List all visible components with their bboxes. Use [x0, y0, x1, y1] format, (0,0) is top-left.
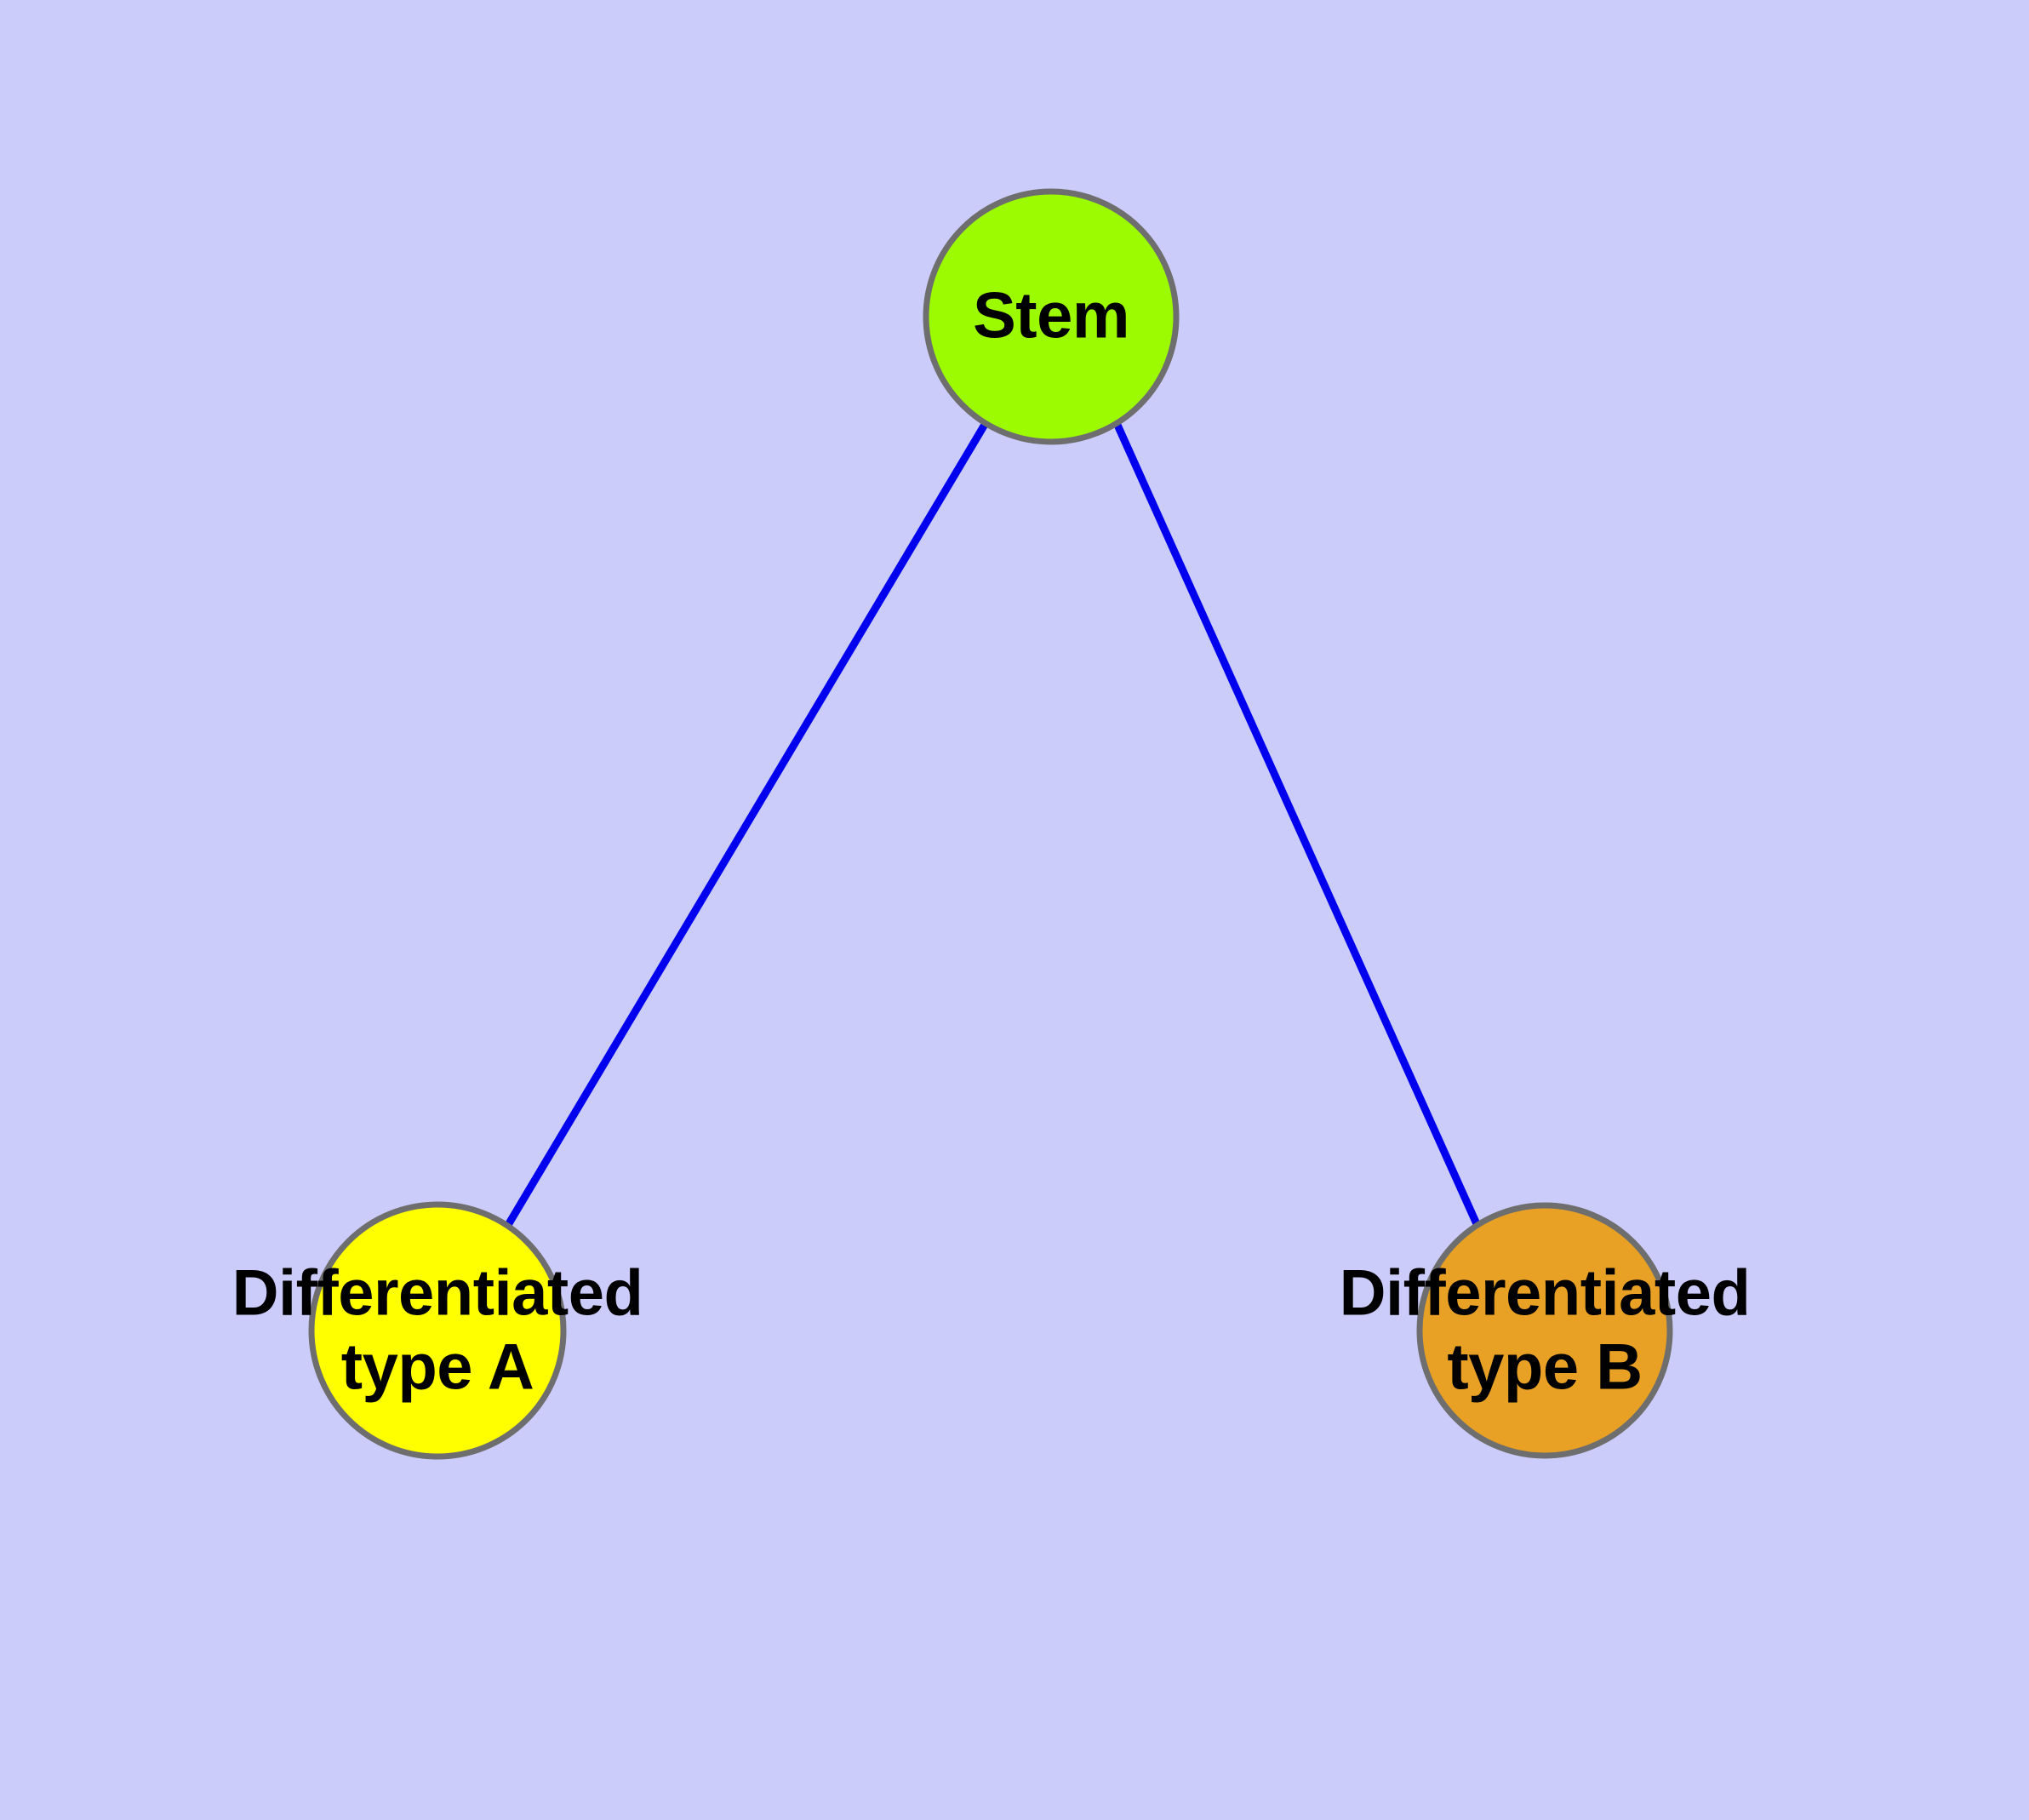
node-differentiated-type-b[interactable]	[1416, 1202, 1673, 1459]
nodes-layer	[308, 188, 1673, 1460]
edge-stem-to-differentiated-type-a[interactable]	[505, 421, 989, 1228]
node-differentiated-type-a[interactable]	[308, 1201, 567, 1460]
edge-stem-to-differentiated-type-b[interactable]	[1112, 421, 1482, 1228]
node-stem[interactable]	[923, 188, 1180, 445]
edges-layer	[505, 421, 1482, 1228]
